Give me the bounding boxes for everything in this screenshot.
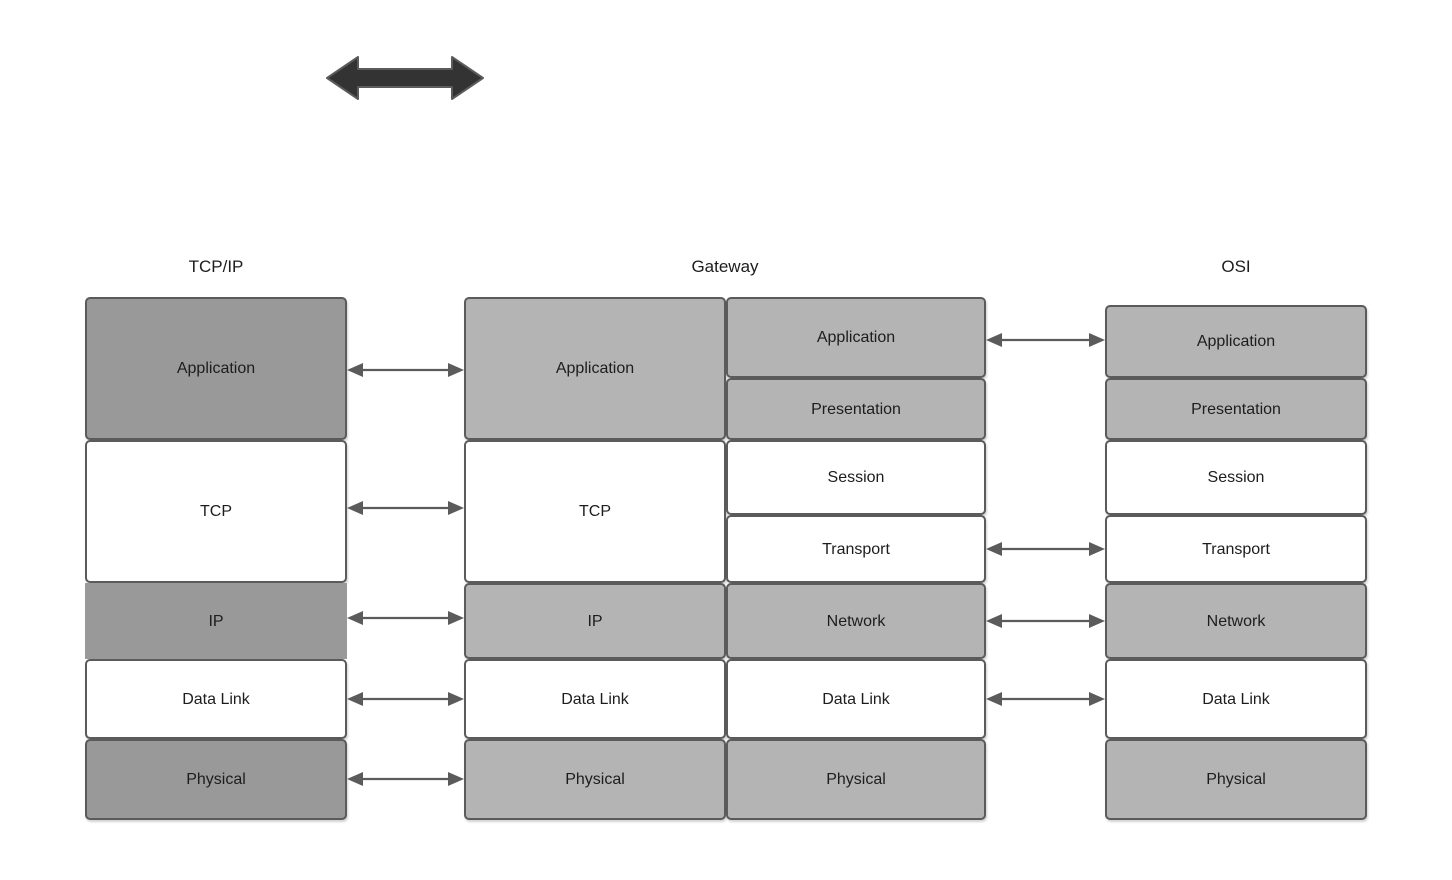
osi-layer-session[interactable]: Session — [1105, 440, 1367, 515]
column-title-tcpip: TCP/IP — [188, 257, 244, 276]
layer-label: Application — [176, 360, 256, 377]
layer-label: Presentation — [811, 400, 901, 418]
connector-tcpip-gateway-tcp — [347, 499, 464, 517]
gateway-right-layer-transport[interactable]: Transport — [726, 515, 986, 583]
layer-label: Transport — [1202, 540, 1270, 558]
layer-label: Data Link — [182, 690, 250, 708]
osi-layer-application[interactable]: Application — [1105, 305, 1367, 378]
connector-tcpip-gateway-application — [347, 361, 464, 379]
column-title-gateway: Gateway — [691, 257, 759, 276]
osi-layer-network[interactable]: Network — [1105, 583, 1367, 659]
layer-label: Physical — [826, 771, 886, 788]
layer-label: Transport — [822, 540, 890, 558]
layer-label: Network — [1206, 612, 1266, 630]
connector-gateway-osi-transport — [986, 540, 1105, 558]
layer-label: Physical — [186, 771, 246, 788]
gateway-right-layer-data-link[interactable]: Data Link — [726, 659, 986, 739]
osi-layer-data-link[interactable]: Data Link — [1105, 659, 1367, 739]
layer-label: IP — [208, 612, 224, 630]
layer-label: Data Link — [561, 690, 629, 708]
layer-label: Physical — [1206, 771, 1266, 788]
connector-tcpip-gateway-ip — [347, 609, 464, 627]
connector-tcpip-gateway-data-link — [347, 690, 464, 708]
tcpip-layer-tcp[interactable]: TCP — [85, 440, 347, 583]
gateway-left-layer-tcp[interactable]: TCP — [464, 440, 726, 583]
layer-label: Network — [826, 612, 886, 630]
layer-label: TCP — [579, 503, 611, 520]
layer-label: Application — [555, 360, 635, 377]
gateway-right-layer-session[interactable]: Session — [726, 440, 986, 515]
gateway-right-layer-physical[interactable]: Physical — [726, 739, 986, 820]
tcpip-layer-data-link[interactable]: Data Link — [85, 659, 347, 739]
layer-label: Data Link — [822, 690, 890, 708]
gateway-right-layer-network[interactable]: Network — [726, 583, 986, 659]
gateway-left-layer-application[interactable]: Application — [464, 297, 726, 440]
layer-label: Session — [1207, 469, 1265, 486]
layer-label: Application — [1196, 333, 1276, 350]
column-title-osi: OSI — [1221, 257, 1251, 276]
osi-layer-presentation[interactable]: Presentation — [1105, 378, 1367, 440]
tcpip-layer-physical[interactable]: Physical — [85, 739, 347, 820]
layer-label: Presentation — [1191, 400, 1281, 418]
gateway-left-layer-physical[interactable]: Physical — [464, 739, 726, 820]
connector-gateway-osi-data-link — [986, 690, 1105, 708]
layer-label: TCP — [200, 503, 232, 520]
gateway-right-layer-application[interactable]: Application — [726, 297, 986, 378]
osi-layer-physical[interactable]: Physical — [1105, 739, 1367, 820]
layer-label: Data Link — [1202, 690, 1270, 708]
tcpip-layer-ip[interactable]: IP — [85, 583, 347, 659]
gateway-left-layer-data-link[interactable]: Data Link — [464, 659, 726, 739]
layer-label: Session — [827, 469, 885, 486]
connector-gateway-osi-application — [986, 331, 1105, 349]
layer-label: Physical — [565, 771, 625, 788]
gateway-left-layer-ip[interactable]: IP — [464, 583, 726, 659]
connector-tcpip-gateway-physical — [347, 770, 464, 788]
bidirectional-arrow — [325, 53, 485, 103]
layer-label: Application — [816, 329, 896, 346]
connector-gateway-osi-network — [986, 612, 1105, 630]
osi-layer-transport[interactable]: Transport — [1105, 515, 1367, 583]
tcpip-layer-application[interactable]: Application — [85, 297, 347, 440]
gateway-right-layer-presentation[interactable]: Presentation — [726, 378, 986, 440]
layer-label: IP — [587, 612, 603, 630]
